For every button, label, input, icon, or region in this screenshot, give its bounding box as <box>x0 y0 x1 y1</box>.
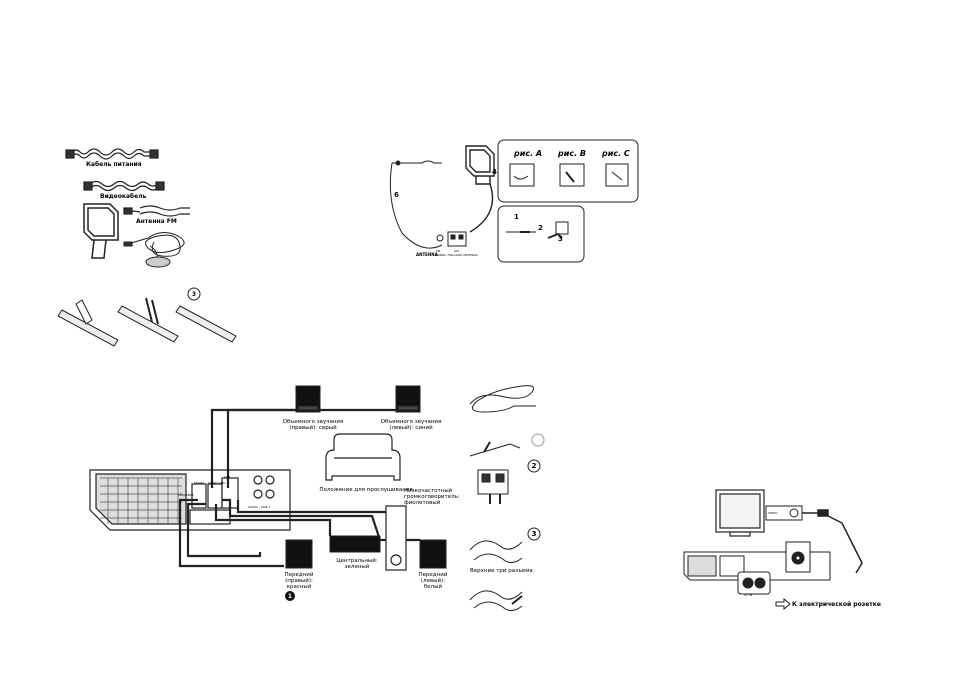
surround-left-label: Объемного звучания (левый): синий <box>380 419 442 431</box>
video-input-jack-icon <box>765 505 803 521</box>
surround-right-label: Объемного звучания (правый): серый <box>282 419 344 431</box>
power-cable-icon <box>65 148 159 160</box>
center-speaker-icon <box>329 535 381 553</box>
video-cable-run-icon <box>802 509 863 574</box>
audio-line-label: AUDIO - LINE 1 <box>248 505 271 509</box>
sofa-icon <box>325 433 401 481</box>
fig-a-label: рис. А <box>514 149 543 158</box>
wire-step-2-label: 2 <box>538 224 543 232</box>
front-terminal-label: FRONT <box>194 481 205 485</box>
ac-in-label: AC IN <box>744 593 753 597</box>
wire-step-3-label: 3 <box>531 530 537 538</box>
fm-wire-icon <box>389 160 443 249</box>
microphone-cable-icon <box>123 232 185 268</box>
video-cable-label: Видеокабель <box>100 193 147 200</box>
video-cable-icon <box>83 180 165 192</box>
wire-insertion-panel-icon <box>497 205 585 263</box>
tv-icon <box>715 489 765 537</box>
subwoofer-icon <box>385 505 407 571</box>
power-outlet-arrow-icon <box>775 597 791 611</box>
remote-battery-steps-icon <box>57 287 237 347</box>
ac-inlet-icon <box>737 571 771 595</box>
step-6-label: 6 <box>394 191 399 199</box>
step-1-label: 1 <box>287 593 293 600</box>
antenna-terminal-label: ANTENNA <box>416 252 438 257</box>
surround-right-speaker-icon <box>295 385 321 413</box>
am-loop-icon <box>465 145 495 233</box>
speakers-terminal-label: SPEAKERS <box>178 493 194 497</box>
battery-step-number: 3 <box>191 291 197 298</box>
am-terminal-label: AM LOOP ANTENNA <box>454 249 478 257</box>
fm-antenna-label: Антенна FM <box>136 218 177 225</box>
to-outlet-label: К электрической розетке <box>792 601 881 608</box>
surround-terminal-label: SURROUND <box>208 481 226 485</box>
video-in-label: VIDEO <box>768 511 778 515</box>
center-speaker-label: Центральный: зеленый <box>336 558 378 570</box>
fm-terminal-label: FM UNBAL 75Ω <box>436 249 454 257</box>
front-left-label: Передний (левый): белый <box>418 572 448 590</box>
receiver-icon <box>683 541 831 581</box>
wire-step-3-label: 3 <box>558 235 563 243</box>
wire-prep-steps-icon <box>469 385 545 612</box>
subwoofer-label: Низкочастотный громкоговоритель: фиолето… <box>404 488 460 506</box>
front-left-speaker-icon <box>419 539 447 569</box>
fig-b-label: рис. В <box>558 149 586 158</box>
surround-left-speaker-icon <box>395 385 421 413</box>
figures-panel-icon <box>497 139 639 203</box>
step-1-badge-icon <box>285 591 295 601</box>
front-right-speaker-icon <box>285 539 313 569</box>
front-right-label: Передний (правый): красный <box>284 572 314 590</box>
am-loop-antenna-icon <box>83 203 119 259</box>
listening-position-label: Положение для прослушивания <box>319 487 413 493</box>
antenna-terminal-icon <box>436 231 467 247</box>
fm-antenna-icon <box>123 205 190 217</box>
top-three-jacks-label: Верхние три разъема <box>470 568 533 574</box>
step-4-label: 4 <box>492 168 497 176</box>
power-cable-label: Кабель питания <box>86 161 142 168</box>
wire-step-1-label: 1 <box>514 213 519 221</box>
wire-step-2-label: 2 <box>531 462 537 470</box>
sub-terminal-label: SUB <box>224 475 231 479</box>
fig-c-label: рис. С <box>602 149 630 158</box>
